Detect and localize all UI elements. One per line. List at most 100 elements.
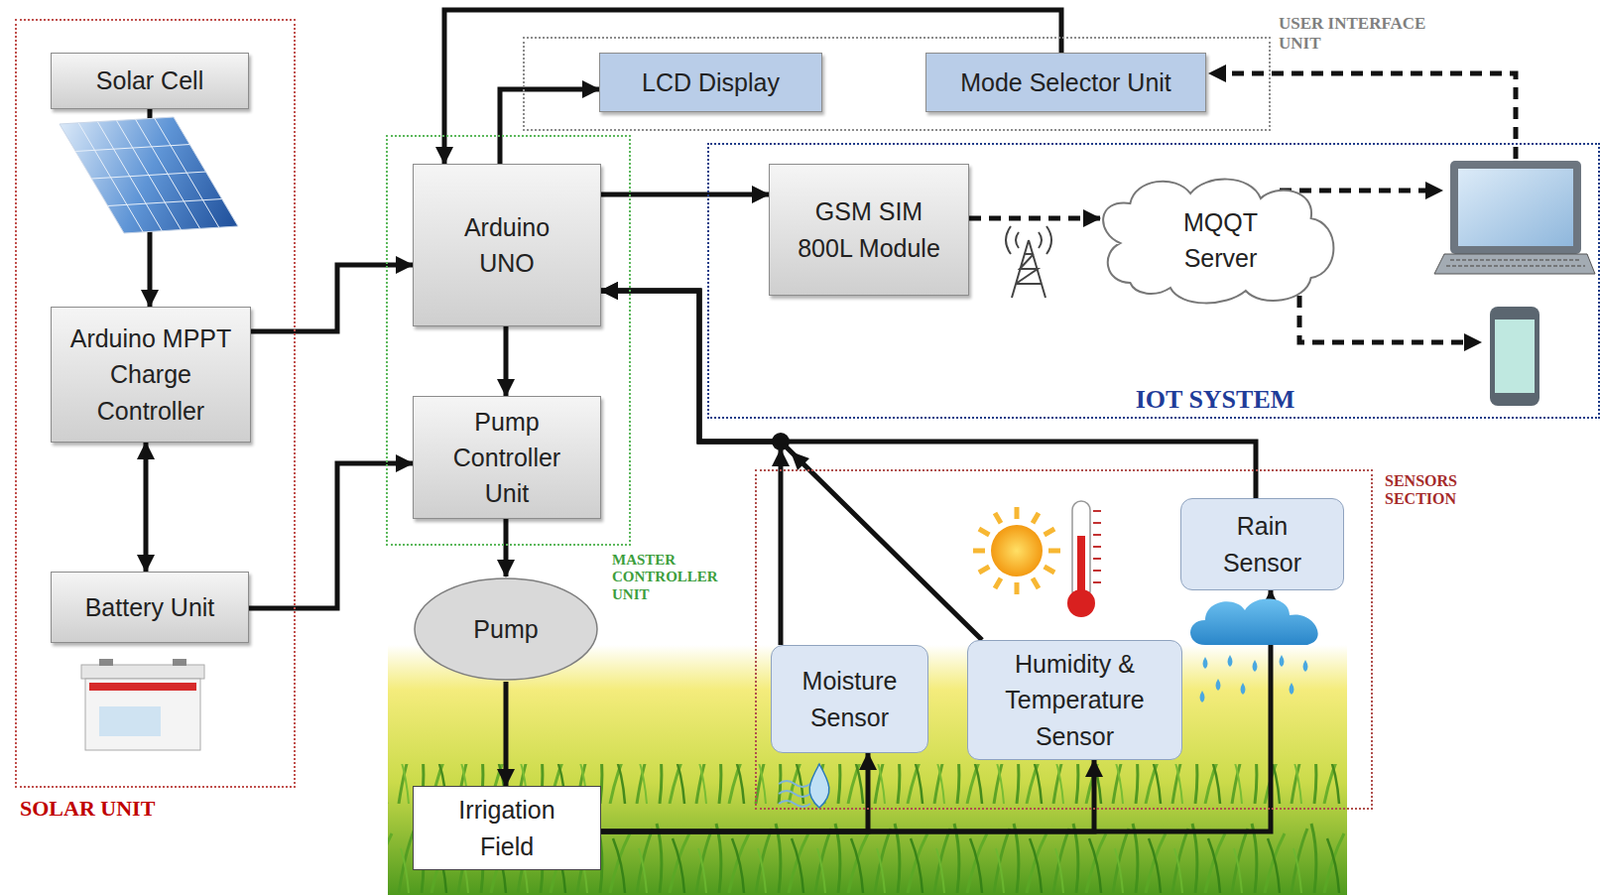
sun-icon — [990, 524, 1043, 577]
solar-panel-picture — [59, 117, 239, 234]
battery-picture — [99, 706, 161, 737]
unit-region: USER INTERFACE UNITLCD DisplayMode Selec… — [522, 36, 1271, 131]
cloud-outline — [1103, 179, 1334, 304]
water-drop-icon — [778, 780, 811, 807]
thermometer-icon — [1067, 589, 1096, 617]
crop-field — [387, 644, 1348, 895]
signal-tower — [1005, 226, 1052, 298]
rain-cloud-icon — [1289, 682, 1295, 695]
component-box: Arduino MPPT Charge Controller — [50, 306, 251, 443]
rain-cloud-icon — [1190, 599, 1319, 703]
laptop-icon — [1446, 259, 1586, 266]
region-label: SENSORS SECTION — [1384, 472, 1494, 509]
sensor-box: Moisture Sensor — [770, 644, 929, 753]
battery-picture — [81, 664, 205, 679]
box-text: Arduino MPPT Charge Controller — [59, 320, 243, 429]
solar-panel-picture — [59, 117, 239, 234]
rain-cloud-icon — [1190, 599, 1319, 645]
region-label: SOLAR UNIT — [19, 795, 278, 821]
sun-icon — [973, 506, 1061, 595]
connector-arrow — [499, 89, 600, 164]
controller-box: Arduino UNO — [412, 163, 602, 327]
connector-arrow — [250, 264, 413, 332]
box-text: Pump — [473, 611, 538, 647]
connector-group — [145, 9, 1271, 832]
connector-arrow — [601, 290, 983, 640]
region-label: MASTER CONTROLLER UNIT — [612, 551, 732, 604]
box-text: Solar Cell — [96, 62, 204, 99]
rain-cloud-icon — [1200, 654, 1309, 703]
laptop-icon — [1458, 168, 1574, 247]
battery-picture — [85, 678, 201, 750]
link-arrowhead — [1464, 333, 1482, 352]
dashed-network-link — [1299, 295, 1465, 343]
laptop-icon — [1450, 160, 1582, 254]
cloud-outline — [1100, 173, 1342, 307]
rain-cloud-icon — [1228, 654, 1233, 667]
box-text: MQQT Server — [1169, 204, 1272, 277]
link-arrowhead — [1208, 64, 1227, 83]
battery-picture — [172, 658, 187, 666]
unit-region: SENSORS SECTIONMoisture SensorHumidity &… — [754, 469, 1373, 810]
box-text: Humidity & Temperature Sensor — [978, 645, 1172, 754]
battery-picture — [99, 658, 114, 666]
laptop-icon — [1434, 253, 1596, 274]
box-text: Rain Sensor — [1201, 507, 1324, 581]
rain-cloud-icon — [1200, 690, 1206, 703]
rain-cloud-icon — [1240, 682, 1246, 695]
rain-cloud-icon — [1279, 654, 1285, 667]
battery-picture — [89, 682, 197, 691]
rain-cloud-icon — [1303, 659, 1309, 672]
connector-arrow — [143, 442, 149, 572]
water-drop-icon — [778, 763, 830, 808]
rain-cloud-icon — [1203, 656, 1209, 669]
crop-field — [387, 644, 1348, 895]
ellipse-outline — [414, 578, 598, 680]
server-cloud: MQQT Server — [1100, 173, 1342, 307]
solar-panel-picture — [59, 117, 239, 234]
box-text: Mode Selector Unit — [960, 64, 1172, 101]
sensor-box: Humidity & Temperature Sensor — [967, 639, 1183, 760]
phone-icon — [1489, 306, 1540, 406]
connector-arrow — [601, 752, 868, 832]
pump-ellipse: Pump — [412, 576, 600, 682]
unit-region: IOT SYSTEM GSM SIM 800L Module MQQT Server — [707, 142, 1600, 419]
interface-box: Mode Selector Unit — [925, 52, 1207, 113]
sun-icon — [973, 506, 1061, 595]
box-text: Battery Unit — [85, 589, 216, 625]
thermometer-icon — [1093, 510, 1102, 583]
box-text: LCD Display — [641, 64, 780, 101]
connector-arrow — [503, 681, 509, 786]
dashed-network-link — [1279, 188, 1426, 194]
box-text: Moisture Sensor — [779, 662, 920, 736]
connector-arrow — [601, 290, 781, 645]
region-label: IOT SYSTEM — [1110, 384, 1320, 415]
interface-box: LCD Display — [599, 52, 823, 113]
connector-arrow — [601, 759, 1095, 832]
laptop-icon — [1434, 160, 1596, 274]
connector-arrow — [503, 326, 509, 396]
box-text: Pump Controller Unit — [431, 403, 583, 512]
rain-cloud-icon — [1216, 678, 1222, 691]
signal-tower — [1011, 240, 1046, 298]
connector-arrow — [969, 216, 1101, 222]
signal-tower — [1005, 226, 1052, 254]
rain-cloud-icon — [1252, 659, 1258, 672]
sun-icon — [973, 506, 1061, 595]
unit-region: MASTER CONTROLLER UNITArduino UNOPump Co… — [385, 134, 631, 546]
connector-arrow — [601, 590, 1271, 832]
thermometer-icon — [1072, 500, 1091, 601]
unit-region: SOLAR UNITSolar CellArduino MPPT Charge … — [14, 18, 296, 788]
connector-arrow — [601, 192, 769, 198]
box-text: GSM SIM 800L Module — [789, 193, 949, 266]
thermometer-icon — [1067, 500, 1102, 617]
field-box: Irrigation Field — [412, 785, 602, 870]
connector-arrow — [503, 518, 509, 577]
box-text: Arduino UNO — [438, 209, 576, 282]
connector-arrow — [248, 463, 413, 609]
controller-box: Pump Controller Unit — [412, 395, 602, 519]
